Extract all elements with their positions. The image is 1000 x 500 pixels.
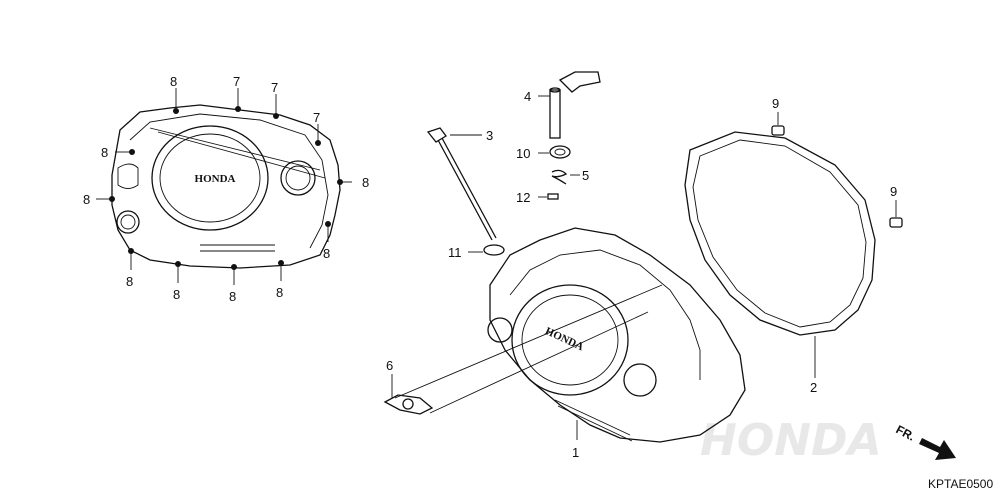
cover-gasket: 2 [684,131,876,395]
label-9-b: 9 [890,184,897,199]
label-7-a: 7 [233,74,240,89]
label-1: 1 [572,445,579,460]
label-9-a: 9 [772,96,779,111]
watermark-text: HONDA [700,415,882,466]
cover-logo-right: HONDA [543,325,585,353]
label-8-bottom-a: 8 [126,274,133,289]
label-8-right: 8 [362,175,369,190]
label-5: 5 [582,168,589,183]
pin: 12 [516,190,559,205]
label-2: 2 [810,380,817,395]
label-8-left-lower: 8 [83,192,90,207]
label-7-c: 7 [313,110,320,125]
bracket: 6 [383,284,663,415]
front-direction-marker: FR. [894,422,956,460]
label-8-bottom-c: 8 [229,289,236,304]
shaft-assembly: 4 [524,71,601,139]
label-7-b: 7 [271,80,278,95]
oil-seal: 10 [516,145,571,161]
cover-logo-left: HONDA [195,173,236,185]
label-12: 12 [516,190,530,205]
label-3: 3 [486,128,493,143]
diagram-code: KPTAE0500 [928,477,993,491]
front-arrow-icon [919,438,956,460]
honda-watermark: HONDA [700,415,882,466]
label-10: 10 [516,146,530,161]
label-6: 6 [386,358,393,373]
label-4: 4 [524,89,531,104]
label-8-top: 8 [170,74,177,89]
label-8-left-upper: 8 [101,145,108,160]
label-8-bottom-b: 8 [173,287,180,302]
o-ring: 11 [448,244,505,260]
assembled-cover-view: HONDA 8 7 7 [83,74,369,304]
label-11: 11 [448,245,462,260]
front-marker-text: FR. [894,422,918,443]
oil-dipstick: 3 [426,127,497,241]
label-8-right-lower: 8 [323,246,330,261]
dowel-pins: 9 9 [771,96,903,228]
label-8-bottom-d: 8 [276,285,283,300]
spring: 5 [551,168,589,185]
